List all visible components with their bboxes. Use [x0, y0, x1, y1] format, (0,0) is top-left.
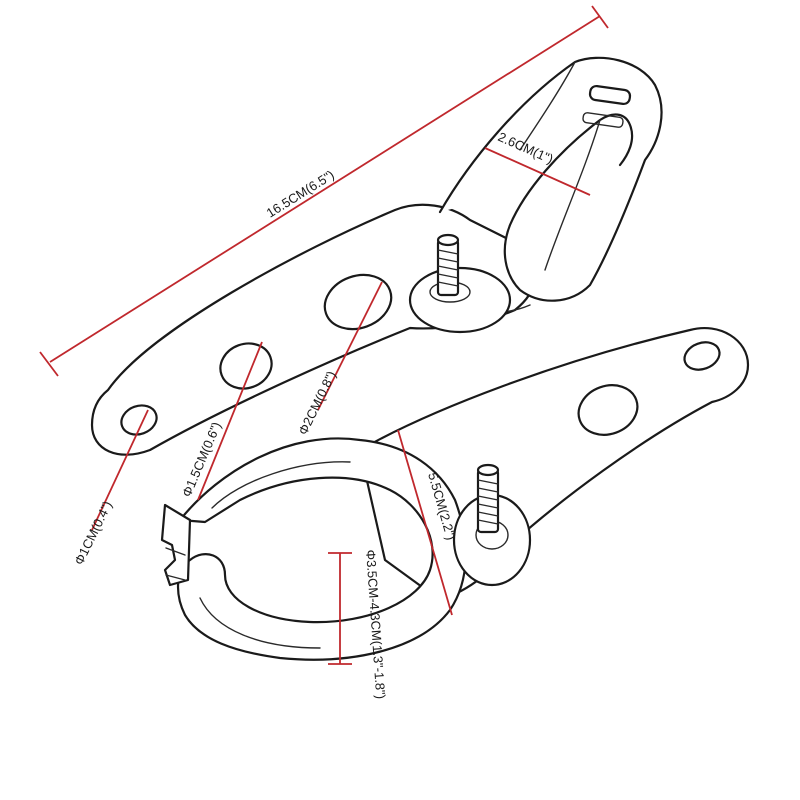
lower-clamp-tab — [160, 503, 192, 587]
lower-hole-small — [683, 341, 721, 371]
dim-hole-medium — [197, 341, 263, 501]
label-hole-small: Φ1CM(0.4") — [71, 499, 115, 568]
dim-hole-small — [91, 409, 149, 531]
label-hole-large: Φ2CM(0.8") — [295, 369, 339, 438]
upper-hole-small — [120, 404, 158, 436]
label-overall-length: 16.5CM(6.5") — [264, 167, 337, 220]
dimension-lines — [39, 5, 609, 665]
dim-clamp-width — [397, 429, 453, 616]
dim-hole-large — [317, 281, 383, 411]
upper-hole-medium — [219, 342, 273, 390]
upper-bracket — [90, 56, 663, 456]
upper-clamp-slot — [588, 84, 632, 106]
lower-hole-large — [577, 384, 639, 436]
upper-bracket-clamp — [438, 56, 663, 302]
lower-bracket — [160, 327, 750, 661]
dim-overall-length — [49, 15, 601, 363]
upper-hole-large — [323, 273, 393, 331]
dim-band-width — [484, 147, 591, 196]
